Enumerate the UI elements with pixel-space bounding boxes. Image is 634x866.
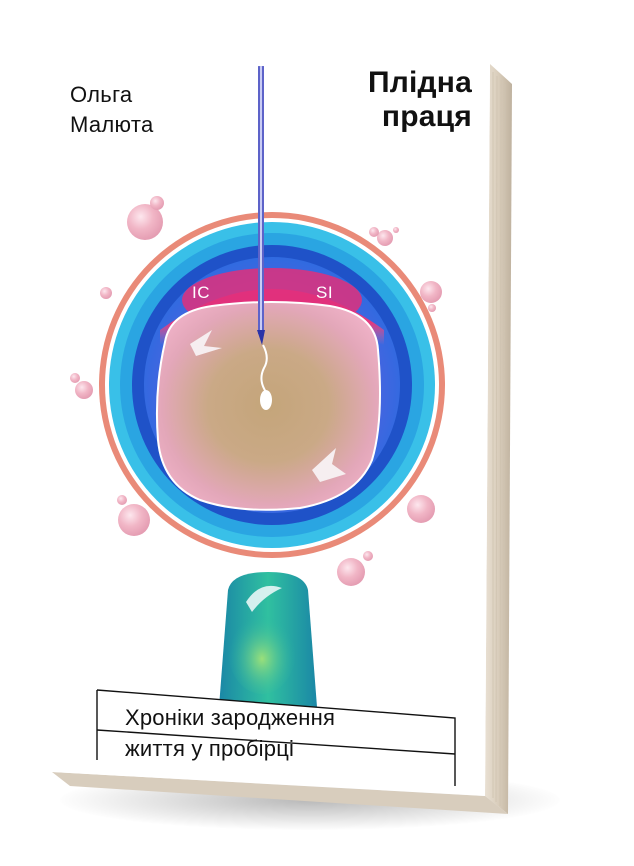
label-si: SI	[316, 283, 334, 302]
author-last-name: Малюта	[70, 112, 154, 137]
subtitle-line-2: життя у пробірці	[125, 736, 295, 761]
author-name: Ольга Малюта	[70, 80, 154, 140]
book-title: Плідна праця	[312, 66, 472, 134]
book-title-line-1: Плідна	[367, 66, 472, 99]
author-first-name: Ольга	[70, 82, 133, 107]
subtitle-line-1: Хроніки зародження	[125, 705, 336, 730]
book-title-line-2: праця	[381, 100, 472, 133]
label-ic: IC	[192, 283, 210, 302]
